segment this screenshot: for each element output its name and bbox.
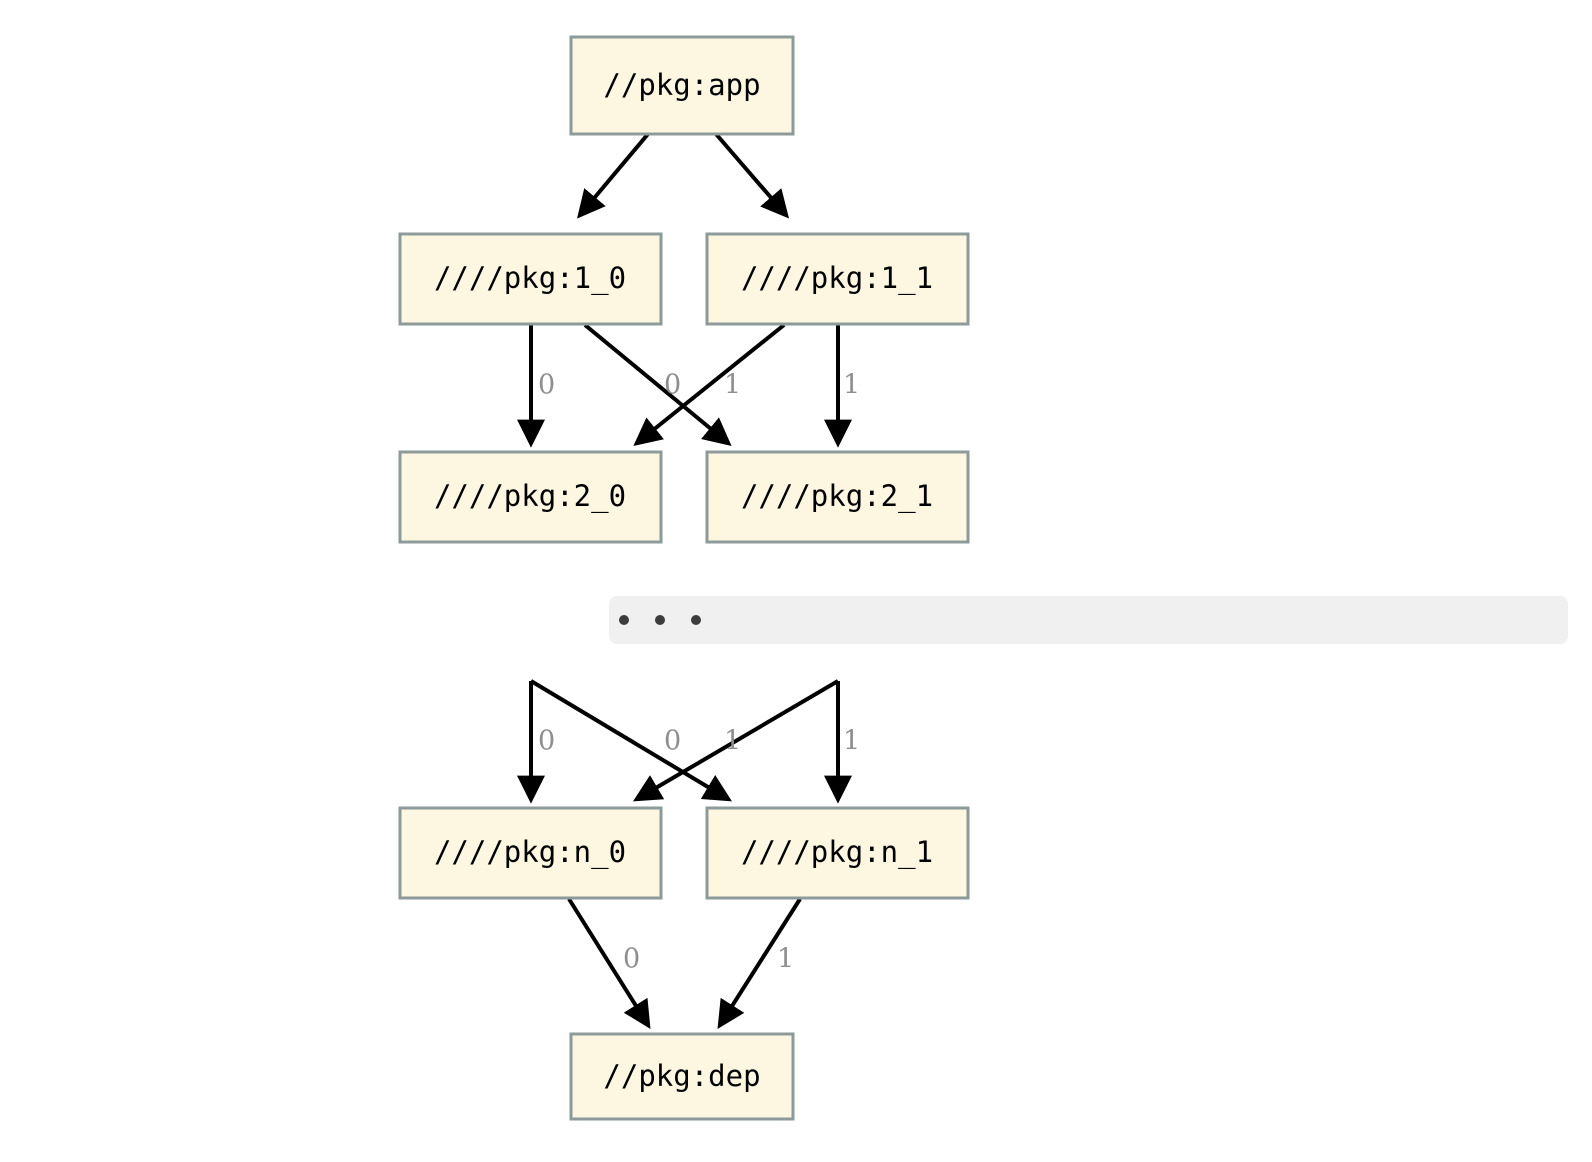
edge-label-elided-n_1: 1 — [724, 726, 741, 757]
node-n_1-label: ////pkg:n_1 — [741, 835, 933, 870]
edge-label-elided-n_0-cross: 0 — [664, 726, 681, 757]
elided-band-background — [609, 596, 1568, 644]
node-1_1-label: ////pkg:1_1 — [741, 261, 933, 296]
node-layer: //pkg:app ////pkg:1_0 ////pkg:1_1 ////pk… — [398, 35, 970, 1121]
edge-label-1_0-2_0: 0 — [538, 370, 555, 401]
ellipsis-dot-1 — [619, 615, 629, 625]
edge-n_1-to-dep — [717, 897, 802, 1029]
edge-elided-to-n_0-cross — [632, 679, 840, 802]
node-1_0-label: ////pkg:1_0 — [434, 261, 626, 296]
edge-layer — [517, 132, 852, 1029]
edge-label-elided-n_1-cross: 1 — [843, 726, 860, 757]
node-dep-label: //pkg:dep — [603, 1059, 760, 1093]
node-2_0-label: ////pkg:2_0 — [434, 479, 626, 514]
edge-label-n_0-dep: 0 — [623, 944, 640, 975]
node-1_1-box[interactable] — [705, 232, 970, 326]
edge-label-1_1-2_1: 1 — [843, 370, 860, 401]
node-2_0[interactable]: ////pkg:2_0 — [398, 450, 663, 544]
elided-levels-band — [609, 596, 1568, 644]
edge-label-1_1-2_0: 0 — [664, 370, 681, 401]
edge-1_1-to-2_0 — [633, 323, 786, 446]
node-2_1-label: ////pkg:2_1 — [741, 479, 933, 514]
node-n_1-box[interactable] — [705, 806, 970, 900]
node-n_0[interactable]: ////pkg:n_0 — [398, 806, 663, 900]
node-dep[interactable]: //pkg:dep — [569, 1032, 795, 1121]
node-2_0-box[interactable] — [398, 450, 663, 544]
ellipsis-dot-3 — [691, 615, 701, 625]
node-2_1[interactable]: ////pkg:2_1 — [705, 450, 970, 544]
node-1_0-box[interactable] — [398, 232, 663, 326]
node-app[interactable]: //pkg:app — [569, 35, 795, 136]
node-n_0-label: ////pkg:n_0 — [434, 835, 626, 870]
node-1_0[interactable]: ////pkg:1_0 — [398, 232, 663, 326]
node-n_0-box[interactable] — [398, 806, 663, 900]
edge-app-to-1_0 — [576, 132, 650, 219]
edge-1_0-to-2_1 — [583, 323, 732, 446]
edge-label-layer: 0 0 1 1 0 0 1 1 0 1 — [538, 370, 860, 975]
edge-label-elided-n_0: 0 — [538, 726, 555, 757]
node-app-label: //pkg:app — [603, 68, 760, 102]
edge-label-n_1-dep: 1 — [777, 944, 794, 975]
ellipsis-dot-2 — [655, 615, 665, 625]
node-1_1[interactable]: ////pkg:1_1 — [705, 232, 970, 326]
edge-app-to-1_1 — [714, 132, 790, 219]
node-dep-box[interactable] — [569, 1032, 795, 1121]
edge-elided-to-n_1 — [529, 679, 733, 802]
edge-n_0-to-dep — [567, 897, 651, 1029]
node-n_1[interactable]: ////pkg:n_1 — [705, 806, 970, 900]
node-app-box[interactable] — [569, 35, 795, 136]
edge-label-1_0-2_1: 1 — [724, 370, 741, 401]
node-2_1-box[interactable] — [705, 450, 970, 544]
